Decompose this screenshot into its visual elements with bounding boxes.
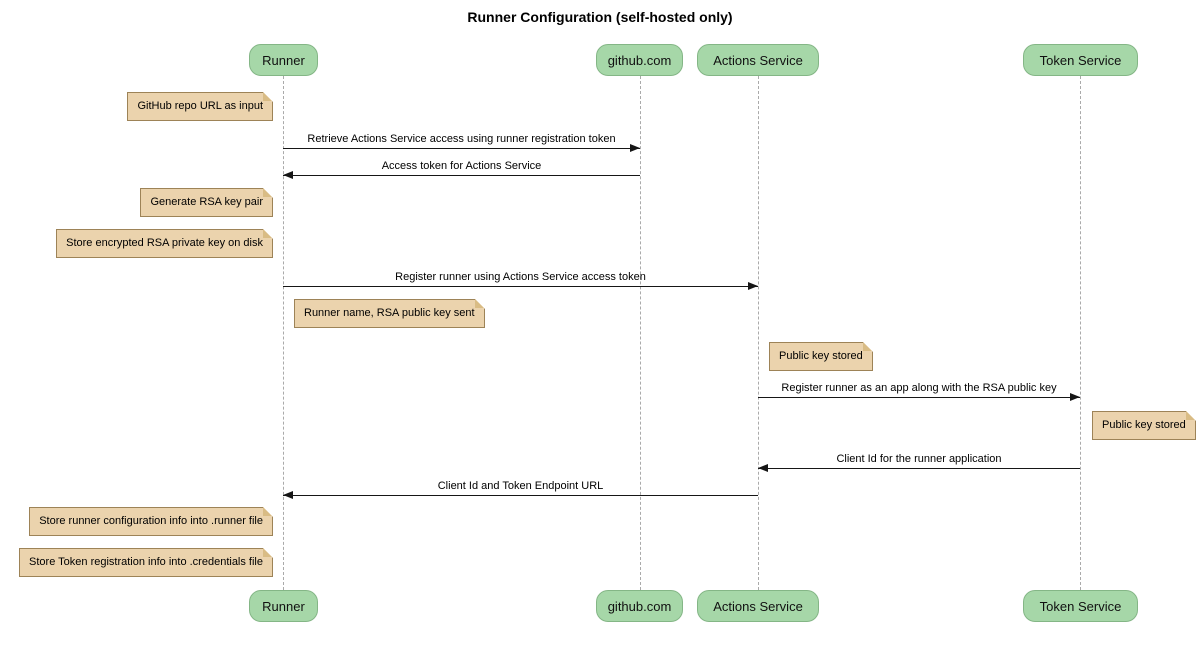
note-public-key-stored-token-service: Public key stored xyxy=(1092,411,1196,440)
note-text: Public key stored xyxy=(1102,419,1186,431)
message-arrow xyxy=(758,464,1080,472)
participant-label: Runner xyxy=(262,598,305,614)
note-fold-icon xyxy=(474,299,485,309)
message-access-token-for-actions-service: Access token for Actions Service xyxy=(283,159,640,179)
note-generate-rsa-key-pair: Generate RSA key pair xyxy=(140,188,273,217)
participant-label: Actions Service xyxy=(713,598,803,614)
note-text: Store runner configuration info into .ru… xyxy=(39,515,263,527)
note-runner-name-rsa-public-key-sent: Runner name, RSA public key sent xyxy=(294,299,485,328)
participant-box-github-top: github.com xyxy=(596,44,683,76)
note-fold-icon xyxy=(263,92,273,102)
arrowhead-right-icon xyxy=(748,282,758,290)
message-label: Client Id for the runner application xyxy=(836,453,1002,465)
note-fold-icon xyxy=(263,188,273,198)
note-store-encrypted-rsa-private-key: Store encrypted RSA private key on disk xyxy=(56,229,273,258)
note-fold-icon xyxy=(1185,411,1196,421)
lifeline-runner xyxy=(283,76,284,590)
lifeline-actions-service xyxy=(758,76,759,590)
participant-box-github-bottom: github.com xyxy=(596,590,683,622)
message-client-id-and-token-endpoint-url: Client Id and Token Endpoint URL xyxy=(283,479,758,499)
message-label: Register runner as an app along with the… xyxy=(781,382,1057,394)
note-text: Public key stored xyxy=(779,350,863,362)
diagram-title: Runner Configuration (self-hosted only) xyxy=(467,9,733,25)
participant-label: Runner xyxy=(262,52,305,68)
participant-label: Token Service xyxy=(1039,598,1122,614)
note-text: Store encrypted RSA private key on disk xyxy=(66,237,263,249)
participant-box-actions-service-bottom: Actions Service xyxy=(697,590,819,622)
message-label: Client Id and Token Endpoint URL xyxy=(437,480,604,492)
participant-box-actions-service-top: Actions Service xyxy=(697,44,819,76)
message-arrow xyxy=(758,393,1080,401)
participant-box-runner-top: Runner xyxy=(249,44,318,76)
participant-label: Token Service xyxy=(1039,52,1122,68)
participant-label: github.com xyxy=(607,52,672,68)
note-store-token-registration: Store Token registration info into .cred… xyxy=(19,548,273,577)
note-text: Runner name, RSA public key sent xyxy=(304,307,475,319)
arrowhead-left-icon xyxy=(283,491,293,499)
message-label: Register runner using Actions Service ac… xyxy=(395,271,646,283)
message-register-runner: Register runner using Actions Service ac… xyxy=(283,270,758,290)
message-arrow xyxy=(283,491,758,499)
message-label: Retrieve Actions Service access using ru… xyxy=(307,133,616,145)
note-github-repo-url-as-input: GitHub repo URL as input xyxy=(127,92,273,121)
note-text: GitHub repo URL as input xyxy=(137,100,263,112)
message-arrow xyxy=(283,282,758,290)
note-text: Generate RSA key pair xyxy=(150,196,263,208)
arrowhead-right-icon xyxy=(1070,393,1080,401)
participant-box-runner-bottom: Runner xyxy=(249,590,318,622)
participant-label: Actions Service xyxy=(713,52,803,68)
note-fold-icon xyxy=(263,548,273,558)
message-register-runner-as-app: Register runner as an app along with the… xyxy=(758,381,1080,401)
note-store-runner-configuration: Store runner configuration info into .ru… xyxy=(29,507,273,536)
arrowhead-right-icon xyxy=(630,144,640,152)
note-fold-icon xyxy=(263,229,273,239)
message-arrow xyxy=(283,171,640,179)
lifeline-github xyxy=(640,76,641,590)
lifeline-token-service xyxy=(1080,76,1081,590)
arrowhead-left-icon xyxy=(758,464,768,472)
message-label: Access token for Actions Service xyxy=(381,160,542,172)
note-text: Store Token registration info into .cred… xyxy=(29,556,263,568)
participant-box-token-service-bottom: Token Service xyxy=(1023,590,1138,622)
note-fold-icon xyxy=(263,507,273,517)
message-client-id-for-runner-application: Client Id for the runner application xyxy=(758,452,1080,472)
arrowhead-left-icon xyxy=(283,171,293,179)
note-public-key-stored-actions-service: Public key stored xyxy=(769,342,873,371)
participant-box-token-service-top: Token Service xyxy=(1023,44,1138,76)
note-fold-icon xyxy=(862,342,873,352)
message-arrow xyxy=(283,144,640,152)
participant-label: github.com xyxy=(607,598,672,614)
message-retrieve-actions-service-access: Retrieve Actions Service access using ru… xyxy=(283,132,640,152)
